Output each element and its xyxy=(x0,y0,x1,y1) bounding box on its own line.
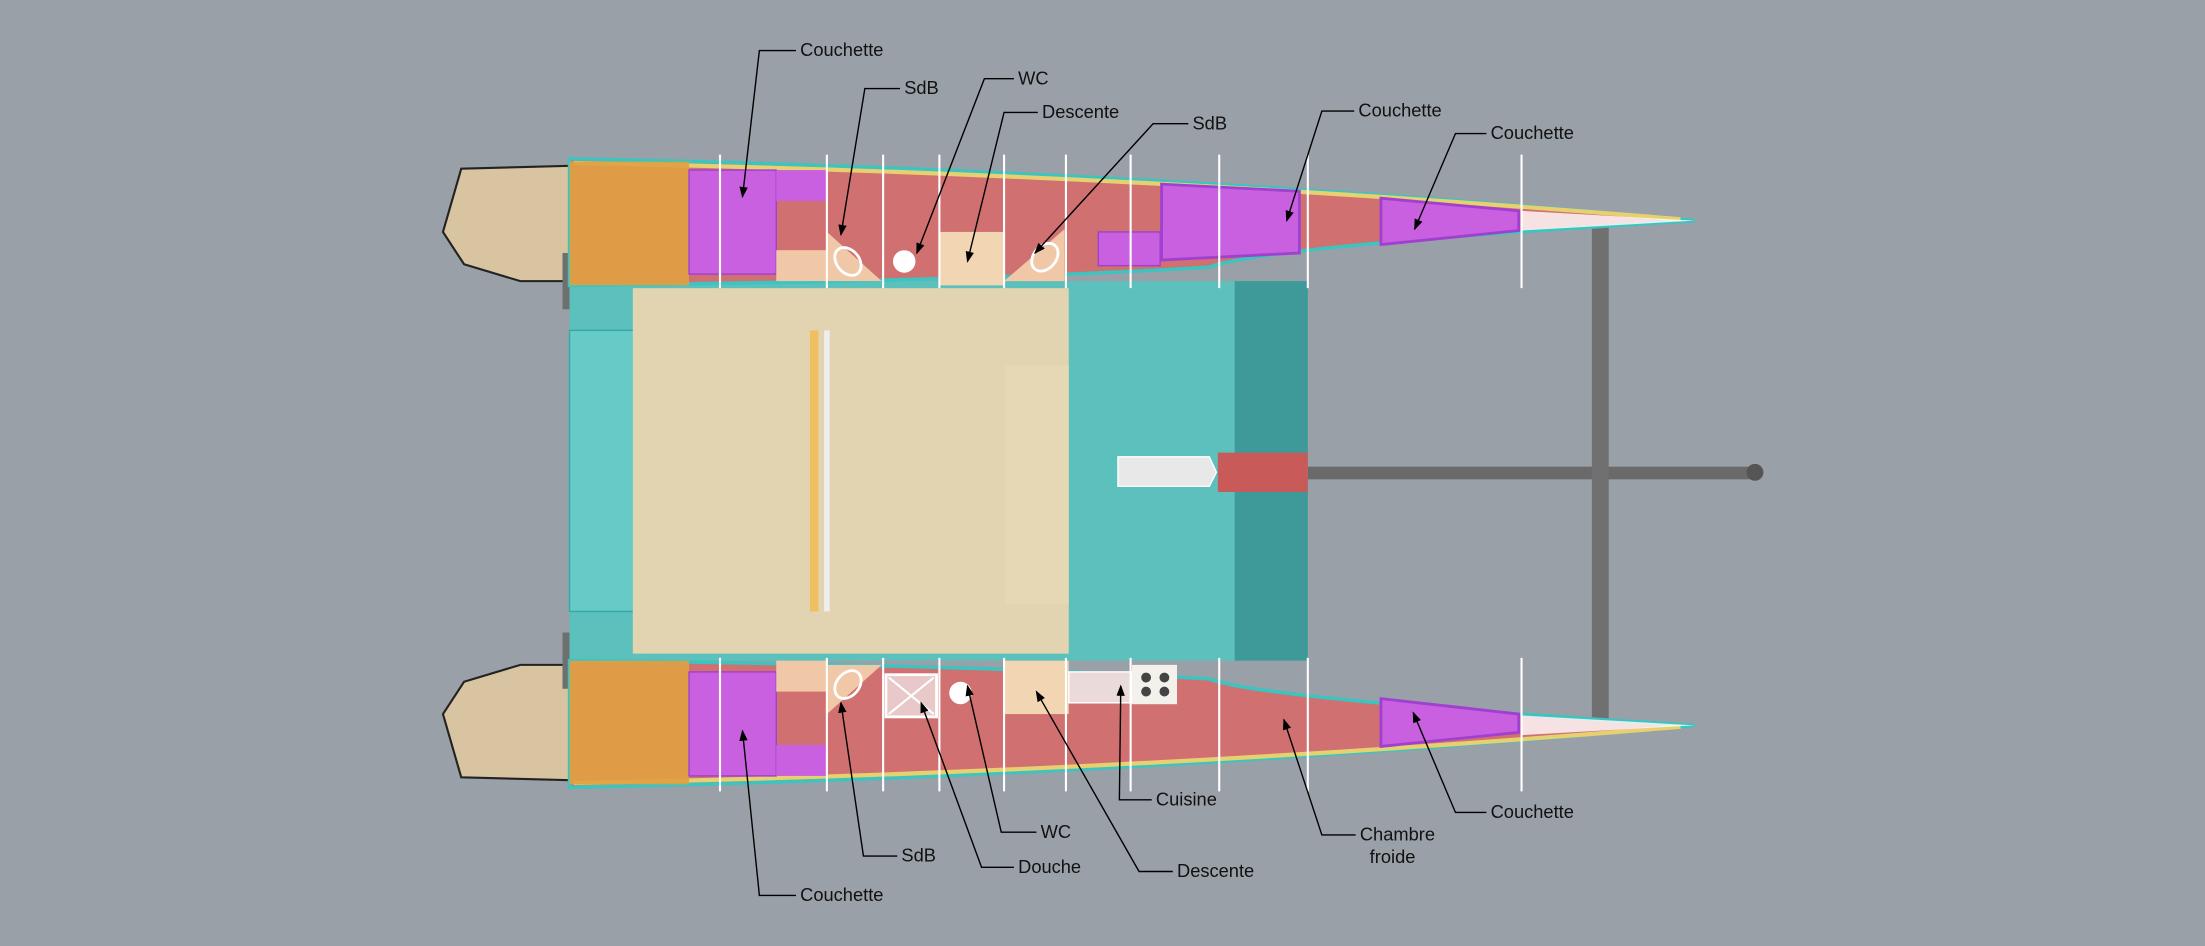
aft-locker-top xyxy=(569,161,690,286)
cooktop-icon xyxy=(1132,664,1178,705)
rig xyxy=(1307,224,1764,720)
washbasin-icon xyxy=(833,246,863,277)
leader-arrow xyxy=(1035,690,1173,873)
sink-icon xyxy=(1068,671,1133,704)
annotation-top-6: Couchette xyxy=(1414,122,1574,231)
hull-bottom xyxy=(567,658,1695,789)
leader-arrow xyxy=(739,49,796,199)
leader-arrow xyxy=(965,111,1038,263)
annotation-top-4: SdB xyxy=(1034,112,1228,255)
berth-fwd-bottom xyxy=(1379,697,1521,748)
locker-top xyxy=(1097,231,1161,267)
saloon-table xyxy=(1005,365,1069,605)
berth-mid-top xyxy=(1160,182,1301,262)
toilet-icon xyxy=(949,681,972,705)
annotation-label: Couchette xyxy=(1358,100,1441,121)
annotation-top-5: Couchette xyxy=(1285,100,1442,223)
saloon xyxy=(632,288,1069,654)
annotation-label: Couchette xyxy=(800,39,883,60)
annotation-label: WC xyxy=(1018,67,1048,88)
leader-arrow xyxy=(1412,711,1487,814)
berth-fwd-top xyxy=(1379,196,1521,247)
annotation-top-0: Couchette xyxy=(739,39,883,199)
bulkhead-lines xyxy=(718,154,1523,792)
annotation-label: SdB xyxy=(1193,112,1228,133)
companionway-bottom xyxy=(1004,660,1069,715)
annotation-top-1: SdB xyxy=(838,77,939,237)
annotation-label: Couchette xyxy=(800,884,883,905)
aft-locker-bottom xyxy=(569,660,690,785)
saloon-divider xyxy=(824,330,830,612)
annotation-label-line2: froide xyxy=(1370,846,1416,867)
annotation-top-2: WC xyxy=(916,67,1049,255)
annotation-label: Descente xyxy=(1177,860,1254,881)
front-crossbeam xyxy=(1591,224,1609,720)
berth-aft-top xyxy=(688,169,777,275)
leader-arrow xyxy=(1285,110,1355,223)
leader-arrow xyxy=(1034,122,1189,255)
annotation-bottom-7: Couchette xyxy=(1412,711,1574,822)
annotation-bottom-1: SdB xyxy=(838,701,936,866)
boom xyxy=(1307,466,1755,480)
annotation-label: Descente xyxy=(1042,101,1119,122)
mast-head xyxy=(1746,463,1764,481)
annotation-label: Cuisine xyxy=(1156,788,1217,809)
companionway-top xyxy=(939,231,1005,286)
leader-arrow xyxy=(739,729,796,897)
leader-arrow xyxy=(1282,718,1356,836)
annotation-label: SdB xyxy=(901,845,936,866)
leader-arrow xyxy=(838,701,898,857)
berth-aft-ext-bottom xyxy=(776,744,827,776)
leader-arrow xyxy=(916,78,1014,255)
annotation-label: Couchette xyxy=(1491,122,1574,143)
leader-arrow xyxy=(1414,132,1487,231)
windlass xyxy=(1117,456,1218,488)
annotation-bottom-3: WC xyxy=(965,684,1071,842)
annotation-label: WC xyxy=(1041,821,1071,842)
leader-arrow xyxy=(920,701,1014,868)
annotation-bottom-0: Couchette xyxy=(739,729,883,905)
annotation-label: Chambre xyxy=(1360,824,1435,845)
step-bottom xyxy=(776,660,827,692)
annotation-bottom-2: Douche xyxy=(920,701,1081,877)
step-top xyxy=(776,250,827,282)
leader-arrow xyxy=(1116,684,1152,801)
berth-aft-ext-top xyxy=(776,170,827,202)
berth-aft-bottom xyxy=(688,671,777,777)
galley-counter xyxy=(810,330,819,612)
hull-top xyxy=(567,157,1695,288)
washbasin-icon xyxy=(833,669,863,700)
annotation-label: Couchette xyxy=(1491,801,1574,822)
mast-step xyxy=(1217,452,1308,492)
annotation-bottom-5: Cuisine xyxy=(1116,684,1217,809)
annotation-top-3: Descente xyxy=(965,101,1119,263)
leader-arrow xyxy=(838,87,900,237)
toilet-icon xyxy=(892,250,916,273)
annotation-label: SdB xyxy=(904,77,939,98)
leader-arrow xyxy=(965,684,1037,833)
annotation-label: Douche xyxy=(1018,856,1081,877)
annotation-bottom-4: Descente xyxy=(1035,690,1254,881)
bridgedeck xyxy=(568,281,1308,661)
